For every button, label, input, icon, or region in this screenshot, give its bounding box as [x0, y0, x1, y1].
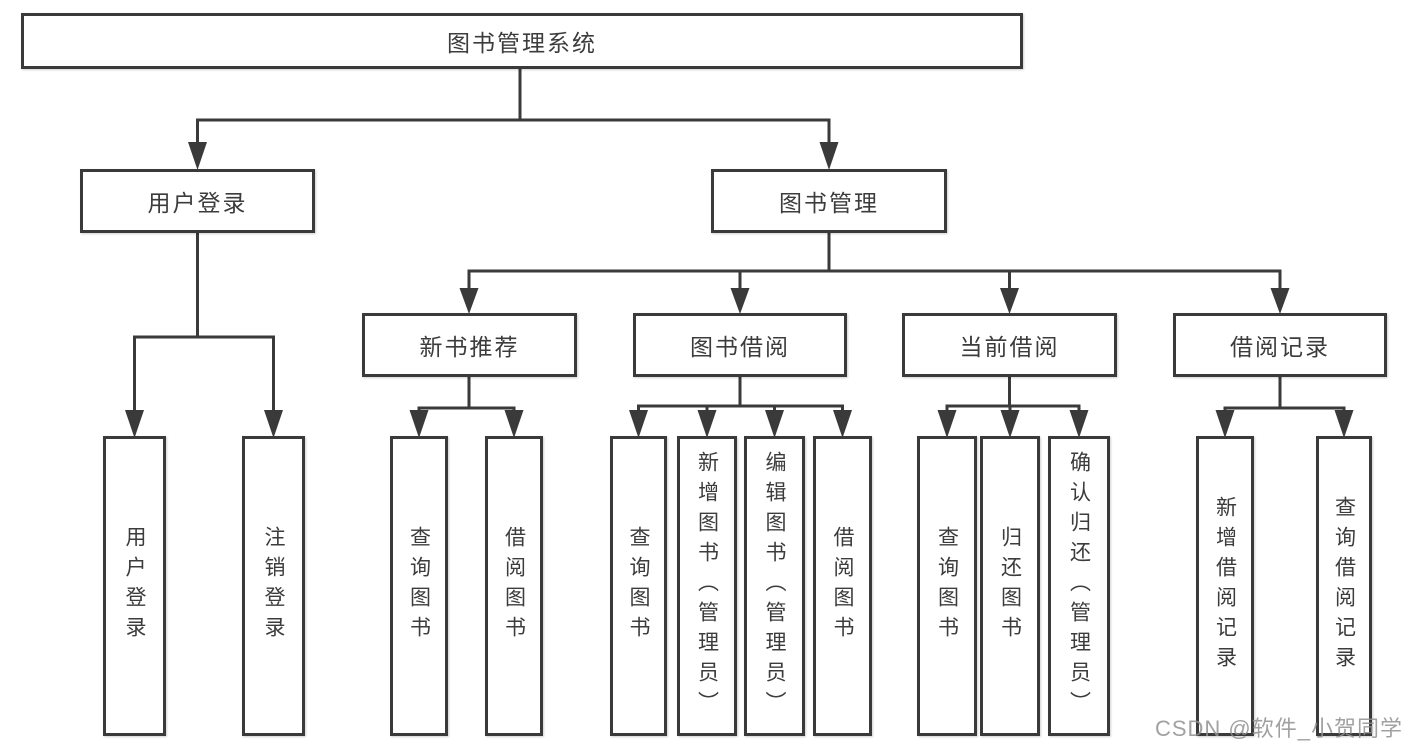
node-label: 借阅图书: [502, 526, 526, 646]
node-leaf-borrow-books-recommend: 借阅图书: [485, 436, 543, 736]
node-book-borrowing: 图书借阅: [633, 313, 847, 377]
node-label: 新书推荐: [419, 334, 520, 360]
node-label: 编辑图书（管理员）: [763, 451, 786, 721]
node-label: 图书管理系统: [447, 30, 597, 56]
watermark: CSDN @软件_小贺同学: [1154, 716, 1403, 741]
node-user-login-branch: 用户登录: [80, 169, 315, 233]
node-label: 借阅图书: [831, 526, 854, 646]
node-leaf-add-borrow-record: 新增借阅记录: [1196, 436, 1254, 736]
node-label: 用户登录: [123, 526, 146, 646]
node-label: 新增借阅记录: [1213, 496, 1237, 676]
node-label: 新增图书（管理员）: [695, 451, 719, 721]
node-leaf-user-login: 用户登录: [103, 436, 166, 736]
node-label: 用户登录: [147, 190, 248, 216]
node-borrowing-records: 借阅记录: [1173, 313, 1387, 377]
node-label: 查询图书: [627, 526, 650, 646]
node-label: 确认归还（管理员）: [1067, 451, 1091, 721]
node-leaf-return-books: 归还图书: [980, 436, 1040, 736]
node-leaf-query-books-current: 查询图书: [917, 436, 977, 736]
node-leaf-logout-login: 注销登录: [242, 436, 305, 736]
node-leaf-query-books-recommend: 查询图书: [390, 436, 448, 736]
node-label: 查询图书: [935, 526, 959, 646]
node-new-book-recommendation: 新书推荐: [362, 313, 577, 377]
node-library-management-system: 图书管理系统: [21, 13, 1023, 69]
node-book-management-branch: 图书管理: [711, 169, 947, 233]
node-leaf-edit-books-admin: 编辑图书（管理员）: [744, 436, 805, 736]
node-leaf-add-books-admin: 新增图书（管理员）: [677, 436, 737, 736]
node-label: 图书借阅: [690, 334, 790, 360]
node-leaf-borrow-books: 借阅图书: [813, 436, 872, 736]
node-label: 归还图书: [998, 526, 1022, 646]
node-current-borrowing: 当前借阅: [902, 313, 1117, 377]
node-leaf-confirm-return-admin: 确认归还（管理员）: [1048, 436, 1110, 736]
node-label: 查询借阅记录: [1332, 496, 1356, 676]
node-label: 借阅记录: [1230, 334, 1330, 360]
node-label: 当前借阅: [959, 334, 1060, 360]
node-label: 查询图书: [407, 526, 431, 646]
node-label: 图书管理: [779, 190, 879, 216]
node-leaf-query-books-borrowing: 查询图书: [610, 436, 667, 736]
node-leaf-query-borrow-record: 查询借阅记录: [1316, 436, 1372, 736]
node-label: 注销登录: [262, 526, 285, 646]
